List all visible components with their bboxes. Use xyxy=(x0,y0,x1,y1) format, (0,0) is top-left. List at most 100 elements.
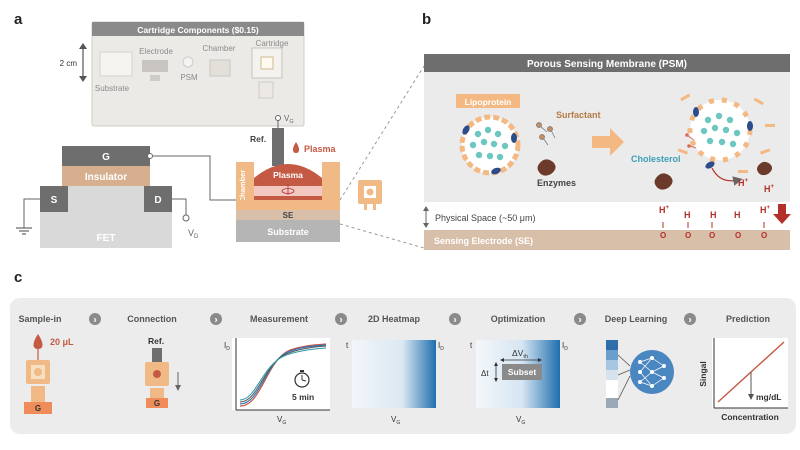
cholesterol-label: Cholesterol xyxy=(631,154,681,164)
enzymes-label: Enzymes xyxy=(537,178,576,188)
measurement-y-label: ID xyxy=(224,341,230,352)
heatmap-t-label: t xyxy=(346,341,349,350)
cartridge-part-electrode: Electrode xyxy=(139,47,173,56)
plasma-drop-icon xyxy=(293,142,299,153)
chamber-right xyxy=(322,162,340,210)
broken-lipoprotein xyxy=(677,93,775,173)
panel-label-c: c xyxy=(14,269,22,286)
h-site-2: H xyxy=(710,210,717,220)
step-arrow-icon-3: › xyxy=(339,315,342,326)
ref-electrode xyxy=(272,128,284,166)
substrate-label: Substrate xyxy=(267,227,309,237)
plasma-label: Plasma xyxy=(304,144,337,154)
step-title-heatmap: 2D Heatmap xyxy=(368,314,421,324)
enzyme-icon-2 xyxy=(654,173,673,190)
step-deep-learning xyxy=(606,340,674,408)
sensing-electrode-layer xyxy=(236,210,340,220)
ref-label: Ref. xyxy=(250,134,266,144)
prediction-y-label: Singal xyxy=(698,361,708,387)
prediction-unit-label: mg/dL xyxy=(756,392,782,402)
workflow-panel: Sample-in Connection Measurement 2D Heat… xyxy=(10,298,796,434)
psm-title: Porous Sensing Membrane (PSM) xyxy=(527,59,687,70)
delta-v-label: ΔVth xyxy=(512,348,528,360)
step-arrow-icon-1: › xyxy=(93,315,96,326)
fet-gate-label: G xyxy=(102,152,110,163)
connection-gate-label: G xyxy=(154,399,160,408)
physical-space-label: Physical Space (~50 μm) xyxy=(435,213,535,223)
scale-label: 2 cm xyxy=(60,59,78,68)
step-title-deep-learning: Deep Learning xyxy=(605,314,668,324)
sensing-electrode-label: Sensing Electrode (SE) xyxy=(434,236,533,246)
electrode-o-1: O xyxy=(660,231,666,240)
step-title-prediction: Prediction xyxy=(726,314,770,324)
psm-panel: Porous Sensing Membrane (PSM) Lipoprotei… xyxy=(424,54,790,202)
fet-body-label: FET xyxy=(97,233,116,244)
step-arrow-icon-4: › xyxy=(453,315,456,326)
cartridge-part-chamber: Chamber xyxy=(203,44,236,53)
fet-gate xyxy=(62,146,150,166)
fet-drain-label: D xyxy=(154,195,161,206)
chamber-left xyxy=(236,162,254,210)
photo-psm xyxy=(182,56,194,68)
substrate-layer xyxy=(236,220,340,242)
prediction-x-label: Concentration xyxy=(721,412,779,422)
cartridge-part-cartridge: Cartridge xyxy=(256,39,289,48)
h-site-1: H xyxy=(684,210,691,220)
sensing-electrode-bar: Sensing Electrode (SE) O O O O O xyxy=(424,222,790,250)
physical-space-row: Physical Space (~50 μm) H+ H+ H H H xyxy=(423,204,791,228)
surfactant-molecules xyxy=(536,122,556,146)
opt-t-label: t xyxy=(470,341,473,350)
delta-t-label: Δt xyxy=(481,369,489,378)
cartridge-part-substrate: Substrate xyxy=(95,84,130,93)
cartridge-title: Cartridge Components ($0.15) xyxy=(137,25,259,35)
step-arrow-icon-6: › xyxy=(688,315,691,326)
panel-label-a: a xyxy=(14,11,23,28)
fet-source-label: S xyxy=(51,195,58,206)
lipoprotein-label: Lipoprotein xyxy=(465,97,512,107)
step-arrows: › › › › › › xyxy=(89,313,696,326)
electrode-o-4: O xyxy=(735,231,741,240)
step-heatmap: t ID VG xyxy=(346,340,444,426)
hplus-site-2: H+ xyxy=(760,205,771,215)
cartridge-part-psm: PSM xyxy=(180,73,198,82)
measurement-x-label: VG xyxy=(277,415,286,426)
fet-drain xyxy=(144,186,172,212)
panel-label-b: b xyxy=(422,11,431,28)
chamber-label: Chamber xyxy=(238,170,247,203)
photo-chamber xyxy=(209,59,231,77)
enzyme-icon xyxy=(537,159,556,176)
plasma-inner-label: Plasma xyxy=(273,170,303,180)
step-measurement: ID VG 5 min xyxy=(224,338,330,426)
blood-drop-icon xyxy=(33,334,43,349)
surfactant-label: Surfactant xyxy=(556,110,601,120)
step-optimization: t ID VG ΔVth Subset Δt xyxy=(470,340,568,426)
step-title-sample-in: Sample-in xyxy=(18,314,61,324)
step-title-optimization: Optimization xyxy=(491,314,546,324)
cartridge-photo: Cartridge Components ($0.15) Electrode C… xyxy=(91,21,305,127)
heatmap-x-label: VG xyxy=(391,415,400,426)
fet-vd-label: VD xyxy=(188,228,199,240)
hplus-label-1: H+ xyxy=(738,178,749,188)
h-site-3: H xyxy=(734,210,741,220)
timer-label: 5 min xyxy=(292,392,314,402)
photo-substrate xyxy=(99,51,133,77)
photo-electrode xyxy=(142,60,168,72)
fet-source xyxy=(40,186,68,212)
process-arrow-icon xyxy=(592,128,624,156)
step-arrow-icon-2: › xyxy=(214,315,217,326)
opt-x-label: VG xyxy=(516,415,525,426)
opt-id-label: ID xyxy=(562,341,568,352)
step-prediction: mg/dL Singal Concentration xyxy=(698,338,788,422)
hplus-label-2: H+ xyxy=(764,184,775,194)
step-title-measurement: Measurement xyxy=(250,314,308,324)
fet-diagram: G Insulator S D FET VD xyxy=(16,146,236,248)
electrode-o-2: O xyxy=(685,231,691,240)
sample-volume-label: 20 μL xyxy=(50,337,74,347)
sensor-vg-label: VG xyxy=(284,114,294,125)
sensor-stack: Ref. VG Plasma Plasma Chamber SE Substra… xyxy=(236,65,425,249)
hplus-site-1: H+ xyxy=(659,205,670,215)
heatmap-area xyxy=(352,340,436,408)
electrode-o-5: O xyxy=(761,231,767,240)
